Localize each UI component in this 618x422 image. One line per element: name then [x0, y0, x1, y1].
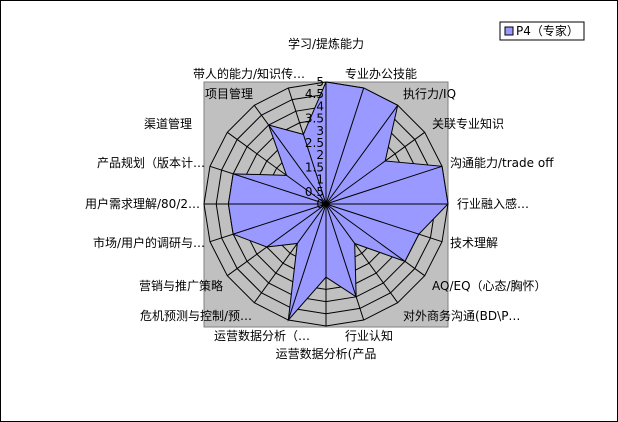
tick-label: 5 [316, 75, 324, 89]
spoke-line [325, 203, 399, 303]
spoke-line [325, 203, 365, 321]
spoke-line [325, 203, 425, 277]
tick-label: 2.5 [305, 136, 324, 150]
spoke-line [287, 87, 327, 205]
tick-label: 2 [316, 148, 324, 162]
category-label: 产品规划（版本计… [97, 155, 205, 170]
category-label: 技术理解 [450, 236, 498, 250]
category-label: 市场/用户的调研与… [93, 235, 205, 250]
spoke-line [287, 203, 327, 321]
spoke-line [325, 87, 365, 205]
category-label: 用户需求理解/80/2… [85, 196, 200, 211]
tick-label: 0 [316, 197, 324, 211]
spoke-line [253, 203, 327, 303]
spokes [204, 82, 448, 326]
tick-label: 3 [316, 124, 324, 138]
tick-label: 0.5 [305, 185, 324, 199]
legend-label: P4（专家） [516, 23, 579, 38]
spoke-line [227, 131, 327, 205]
category-label: 渠道管理 [144, 116, 192, 131]
spoke-line [325, 165, 443, 205]
category-label: 运营数据分析（… [214, 328, 310, 343]
tick-label: 1.5 [305, 160, 324, 174]
tick-label: 4 [316, 99, 324, 113]
tick-label: 3.5 [305, 112, 324, 126]
category-label: 带人的能力/知识传… [193, 66, 305, 81]
category-label: 关联专业知识 [432, 116, 504, 131]
spoke-line [325, 131, 425, 205]
category-label: 行业认知 [345, 329, 393, 343]
category-label: 项目管理 [205, 86, 253, 101]
category-label: 对外商务沟通(BD\P… [403, 308, 520, 323]
category-label: 执行力/IQ [403, 87, 456, 101]
spoke-line [209, 165, 327, 205]
spoke-line [209, 203, 327, 243]
legend-swatch [504, 26, 514, 36]
category-label: 沟通能力/trade off [450, 156, 554, 170]
category-label: 运营数据分析(产品 [276, 346, 377, 361]
category-label: 危机预测与控制/预… [140, 309, 252, 323]
category-label: 行业融入感… [457, 196, 529, 211]
legend[interactable]: P4（专家） [499, 21, 585, 41]
tick-labels: 00.511.522.533.544.55 [305, 75, 324, 211]
tick-label: 1 [316, 173, 324, 187]
tick-label: 4.5 [305, 87, 324, 101]
category-label: 学习/提炼能力 [288, 36, 364, 51]
spoke-line [325, 105, 399, 205]
category-label: 营销与推广策略 [139, 278, 223, 293]
category-label: AQ/EQ（心态/胸怀） [432, 278, 547, 293]
spoke-line [227, 203, 327, 277]
category-label: 专业办公技能 [345, 66, 417, 81]
spoke-line [253, 105, 327, 205]
spoke-line [325, 203, 443, 243]
